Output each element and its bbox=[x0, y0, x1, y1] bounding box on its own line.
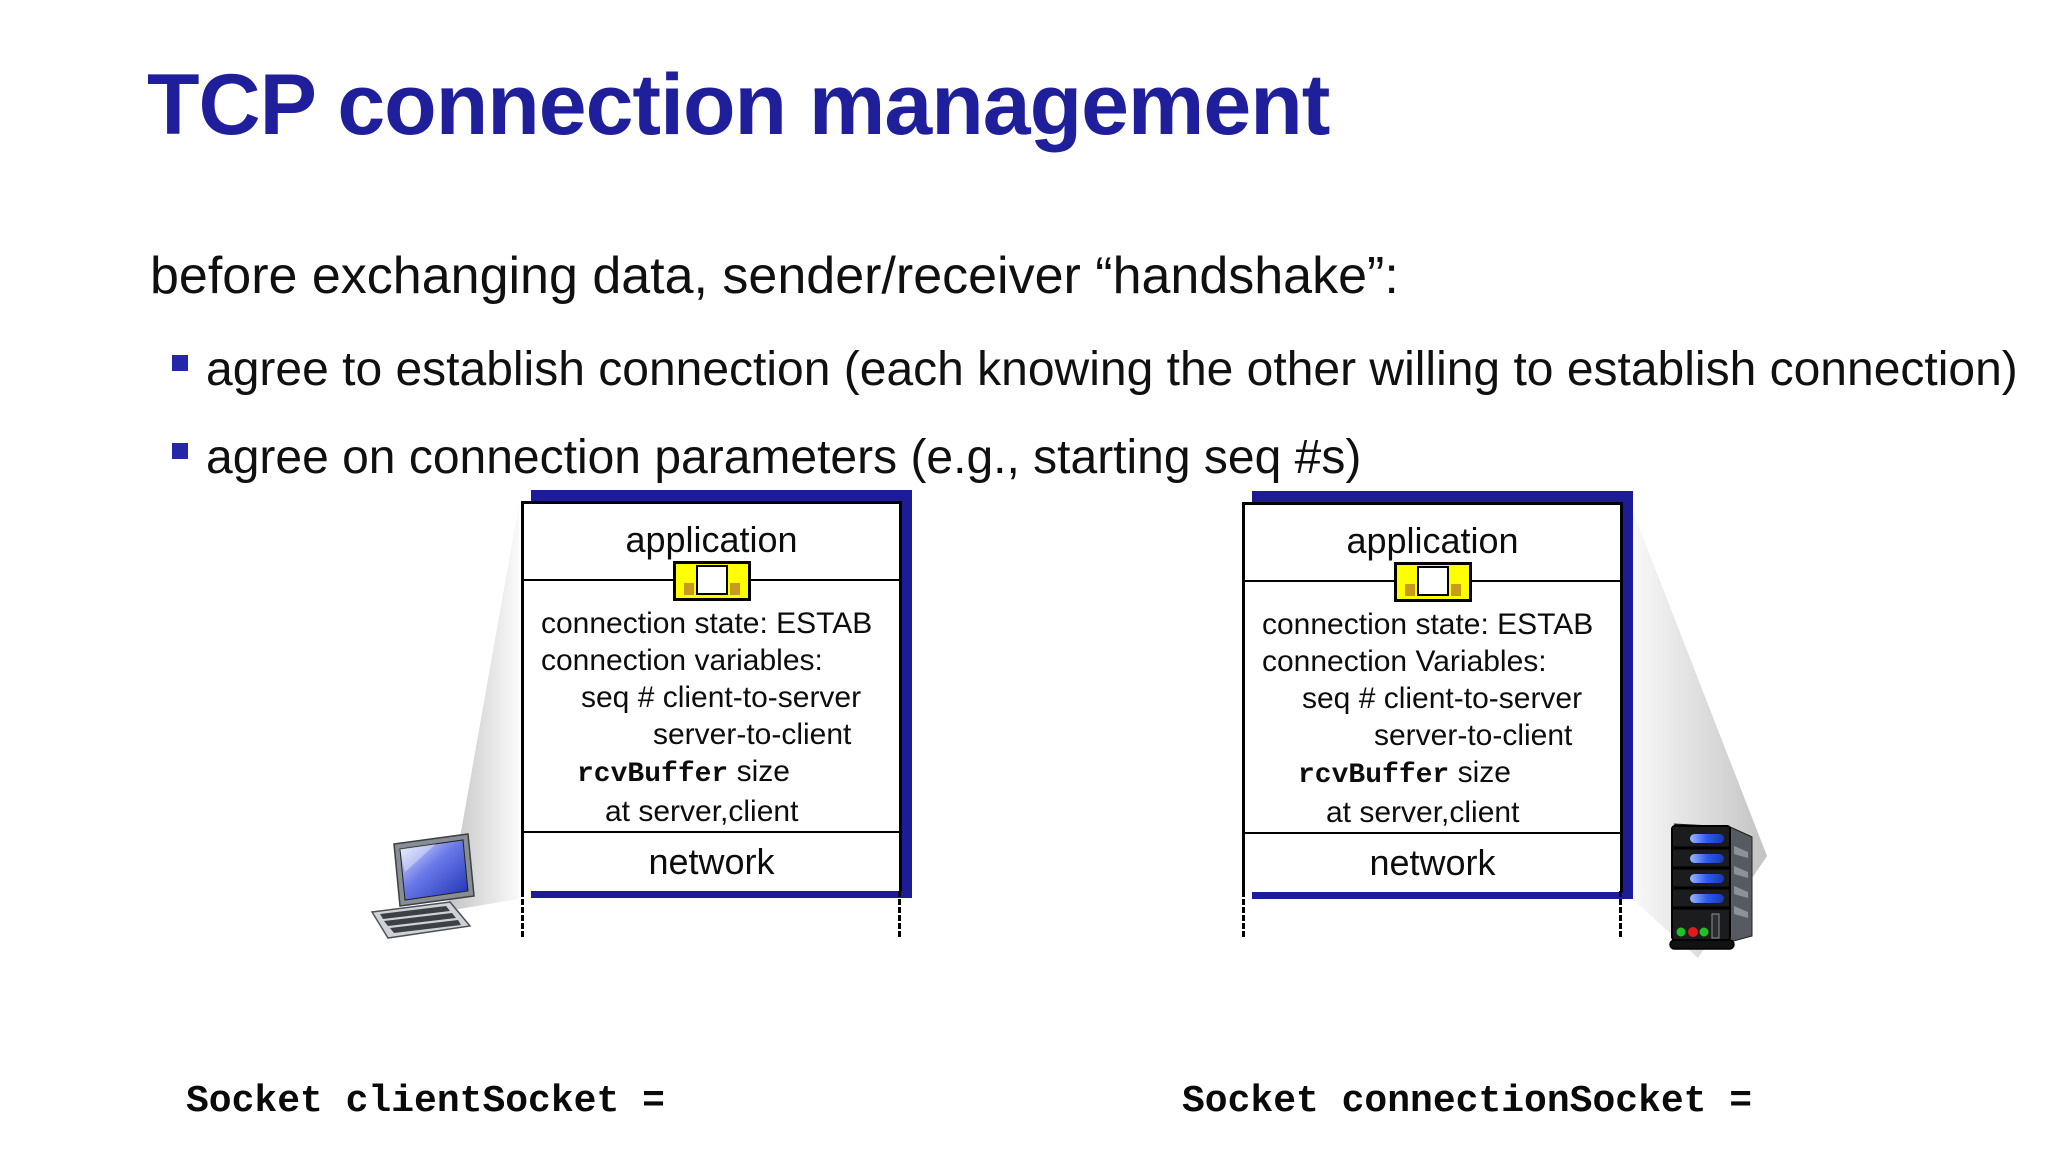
bullet-text: agree on connection parameters (e.g., st… bbox=[206, 431, 1362, 484]
dashed-wire-stub bbox=[898, 891, 901, 937]
seq-line: seq # client-to-server bbox=[1302, 682, 1583, 715]
layer-network: network bbox=[1369, 842, 1496, 883]
server-code-block: Socket connectionSocket = welcomeSocket.… bbox=[1182, 982, 1752, 1152]
socket-pin-icon bbox=[683, 583, 694, 595]
page-title: TCP connection management bbox=[147, 57, 1330, 153]
client-code-block: Socket clientSocket = newSocket("hostnam… bbox=[186, 982, 1051, 1152]
state-line: connection state: ESTAB bbox=[541, 607, 873, 640]
bullet-square-icon bbox=[172, 443, 188, 459]
client-beam bbox=[447, 504, 519, 911]
at-line: at server,client bbox=[605, 795, 799, 828]
socket-pin-icon bbox=[1404, 584, 1415, 596]
rcvbuffer-line: rcvBuffer size bbox=[577, 755, 790, 790]
layer-network: network bbox=[648, 841, 775, 882]
socket-pin-icon bbox=[1450, 584, 1461, 596]
client-stack-box: application connection state: ESTAB conn… bbox=[521, 501, 902, 891]
rcvbuffer-line: rcvBuffer size bbox=[1298, 756, 1511, 791]
desktop-computer-icon bbox=[370, 833, 475, 939]
socket-door bbox=[1416, 566, 1449, 596]
bullet-item: agree on connection parameters (e.g., st… bbox=[172, 430, 2018, 486]
dashed-wire-stub bbox=[1242, 891, 1245, 937]
socket-icon bbox=[1393, 562, 1472, 602]
server-stack-box: application connection state: ESTAB conn… bbox=[1242, 502, 1623, 892]
server-tower-icon bbox=[1669, 823, 1753, 950]
dashed-wire-stub bbox=[1619, 891, 1622, 937]
bullet-text: agree to establish connection (each know… bbox=[206, 343, 2018, 396]
code-line: Socket connectionSocket = bbox=[1182, 1080, 1753, 1123]
intro-text: before exchanging data, sender/receiver … bbox=[150, 247, 1399, 305]
socket-pin-icon bbox=[729, 583, 740, 595]
layer-transport-state: connection state: ESTAB connection varia… bbox=[524, 581, 899, 833]
seq-line: seq # client-to-server bbox=[581, 681, 862, 714]
state-line: connection state: ESTAB bbox=[1262, 608, 1594, 641]
code-line: Socket clientSocket = bbox=[186, 1080, 665, 1123]
layer-transport-state: connection state: ESTAB connection Varia… bbox=[1245, 582, 1620, 834]
socket-door bbox=[695, 565, 728, 595]
bullet-list: agree to establish connection (each know… bbox=[172, 342, 2018, 518]
vars-line: connection variables: bbox=[541, 644, 823, 677]
vars-line: connection Variables: bbox=[1262, 645, 1547, 678]
socket-icon bbox=[672, 561, 751, 601]
bullet-item: agree to establish connection (each know… bbox=[172, 342, 2018, 398]
seq-line: server-to-client bbox=[653, 718, 852, 751]
dashed-wire-stub bbox=[521, 891, 524, 937]
bullet-square-icon bbox=[172, 355, 188, 371]
seq-line: server-to-client bbox=[1374, 719, 1573, 752]
at-line: at server,client bbox=[1326, 796, 1520, 829]
